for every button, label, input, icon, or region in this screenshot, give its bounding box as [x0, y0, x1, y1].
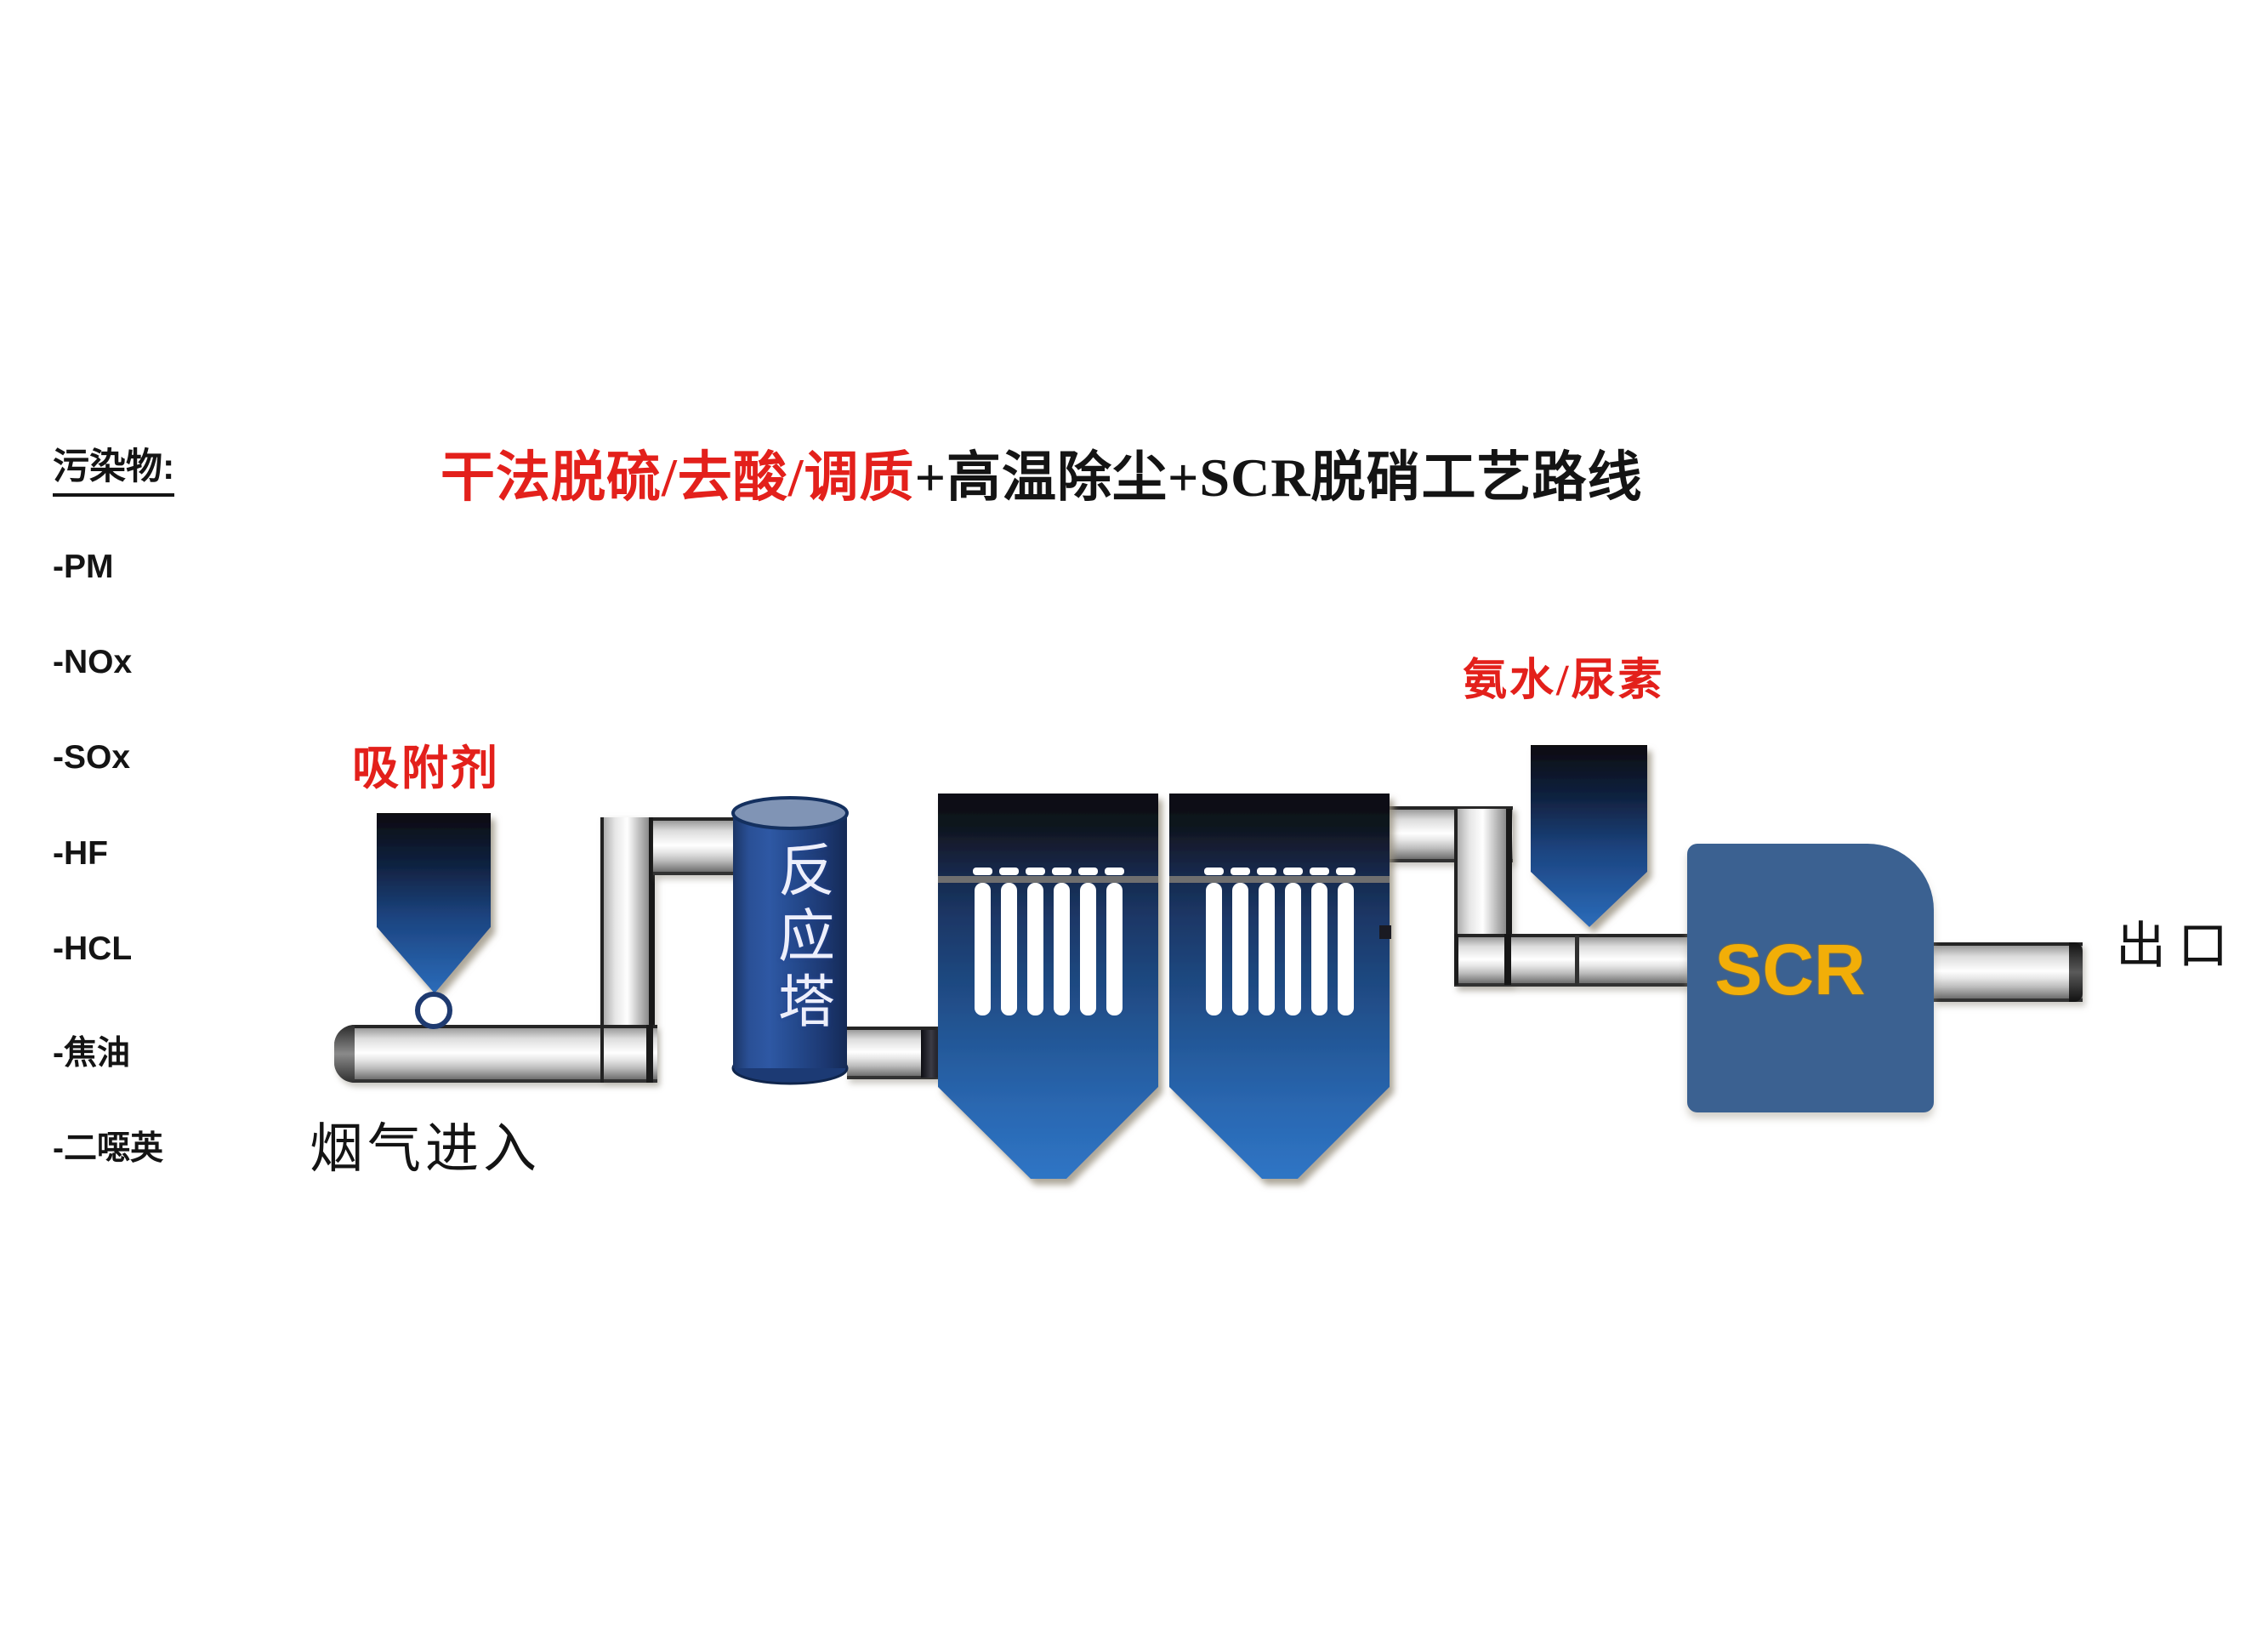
- ammonia-label: 氨水/尿素: [1463, 657, 1665, 705]
- flue-gas-in-label: 烟气进入: [310, 1119, 541, 1179]
- scr-riser-joint-left: [1454, 934, 1458, 985]
- scr-label: SCR: [1714, 930, 1866, 1010]
- pollutant-item-sox: -SOx: [53, 739, 131, 776]
- adsorbent-label: 吸附剂: [352, 742, 501, 794]
- baghouse-1: [938, 794, 1158, 1179]
- adsorbent-hopper: [377, 813, 491, 993]
- pollutant-item-pm: -PM: [53, 549, 114, 585]
- reactor-tower-label: 反应塔: [770, 840, 833, 1037]
- baghouse-2-nub: [1379, 925, 1391, 939]
- pollutant-item-tar: -焦油: [53, 1035, 130, 1072]
- baghouse1-inlet-cap: [921, 1030, 940, 1078]
- pollutant-item-dioxin: -二噁英: [53, 1130, 163, 1167]
- pollutants-heading: 污染物:: [53, 437, 175, 497]
- adsorbent-valve-icon: [415, 992, 452, 1029]
- outlet-pipe: [1933, 942, 2083, 1002]
- ammonia-hopper: [1531, 745, 1647, 927]
- scr-riser-joint-right: [1504, 934, 1511, 985]
- baghouse-2: [1169, 794, 1391, 1179]
- scr-feed-seam: [1575, 936, 1579, 985]
- pollutant-item-nox: -NOx: [53, 644, 133, 680]
- reactor-feed-pipe: [653, 817, 736, 875]
- inlet-pipe-end-cap: [334, 1025, 355, 1083]
- outlet-label: 出口: [2116, 918, 2241, 974]
- outlet-pipe-end-cap: [2069, 942, 2083, 1002]
- riser-joint-line-left: [600, 1025, 604, 1083]
- reactor-tower: [731, 796, 849, 1085]
- scr-feed-pipe: [1455, 934, 1692, 987]
- title-red-segment: 干法脱硫/去酸/调质: [441, 447, 915, 508]
- riser-joint-line-right: [646, 1025, 653, 1083]
- diagram-title: 干法脱硫/去酸/调质+高温除尘+SCR脱硝工艺路线: [441, 434, 1643, 512]
- pollutant-item-hf: -HF: [53, 835, 108, 872]
- title-black-segment: +高温除尘+SCR脱硝工艺路线: [914, 447, 1643, 508]
- scr-reactor-box: [1687, 844, 1934, 1112]
- pollutant-item-hcl: -HCL: [53, 930, 133, 967]
